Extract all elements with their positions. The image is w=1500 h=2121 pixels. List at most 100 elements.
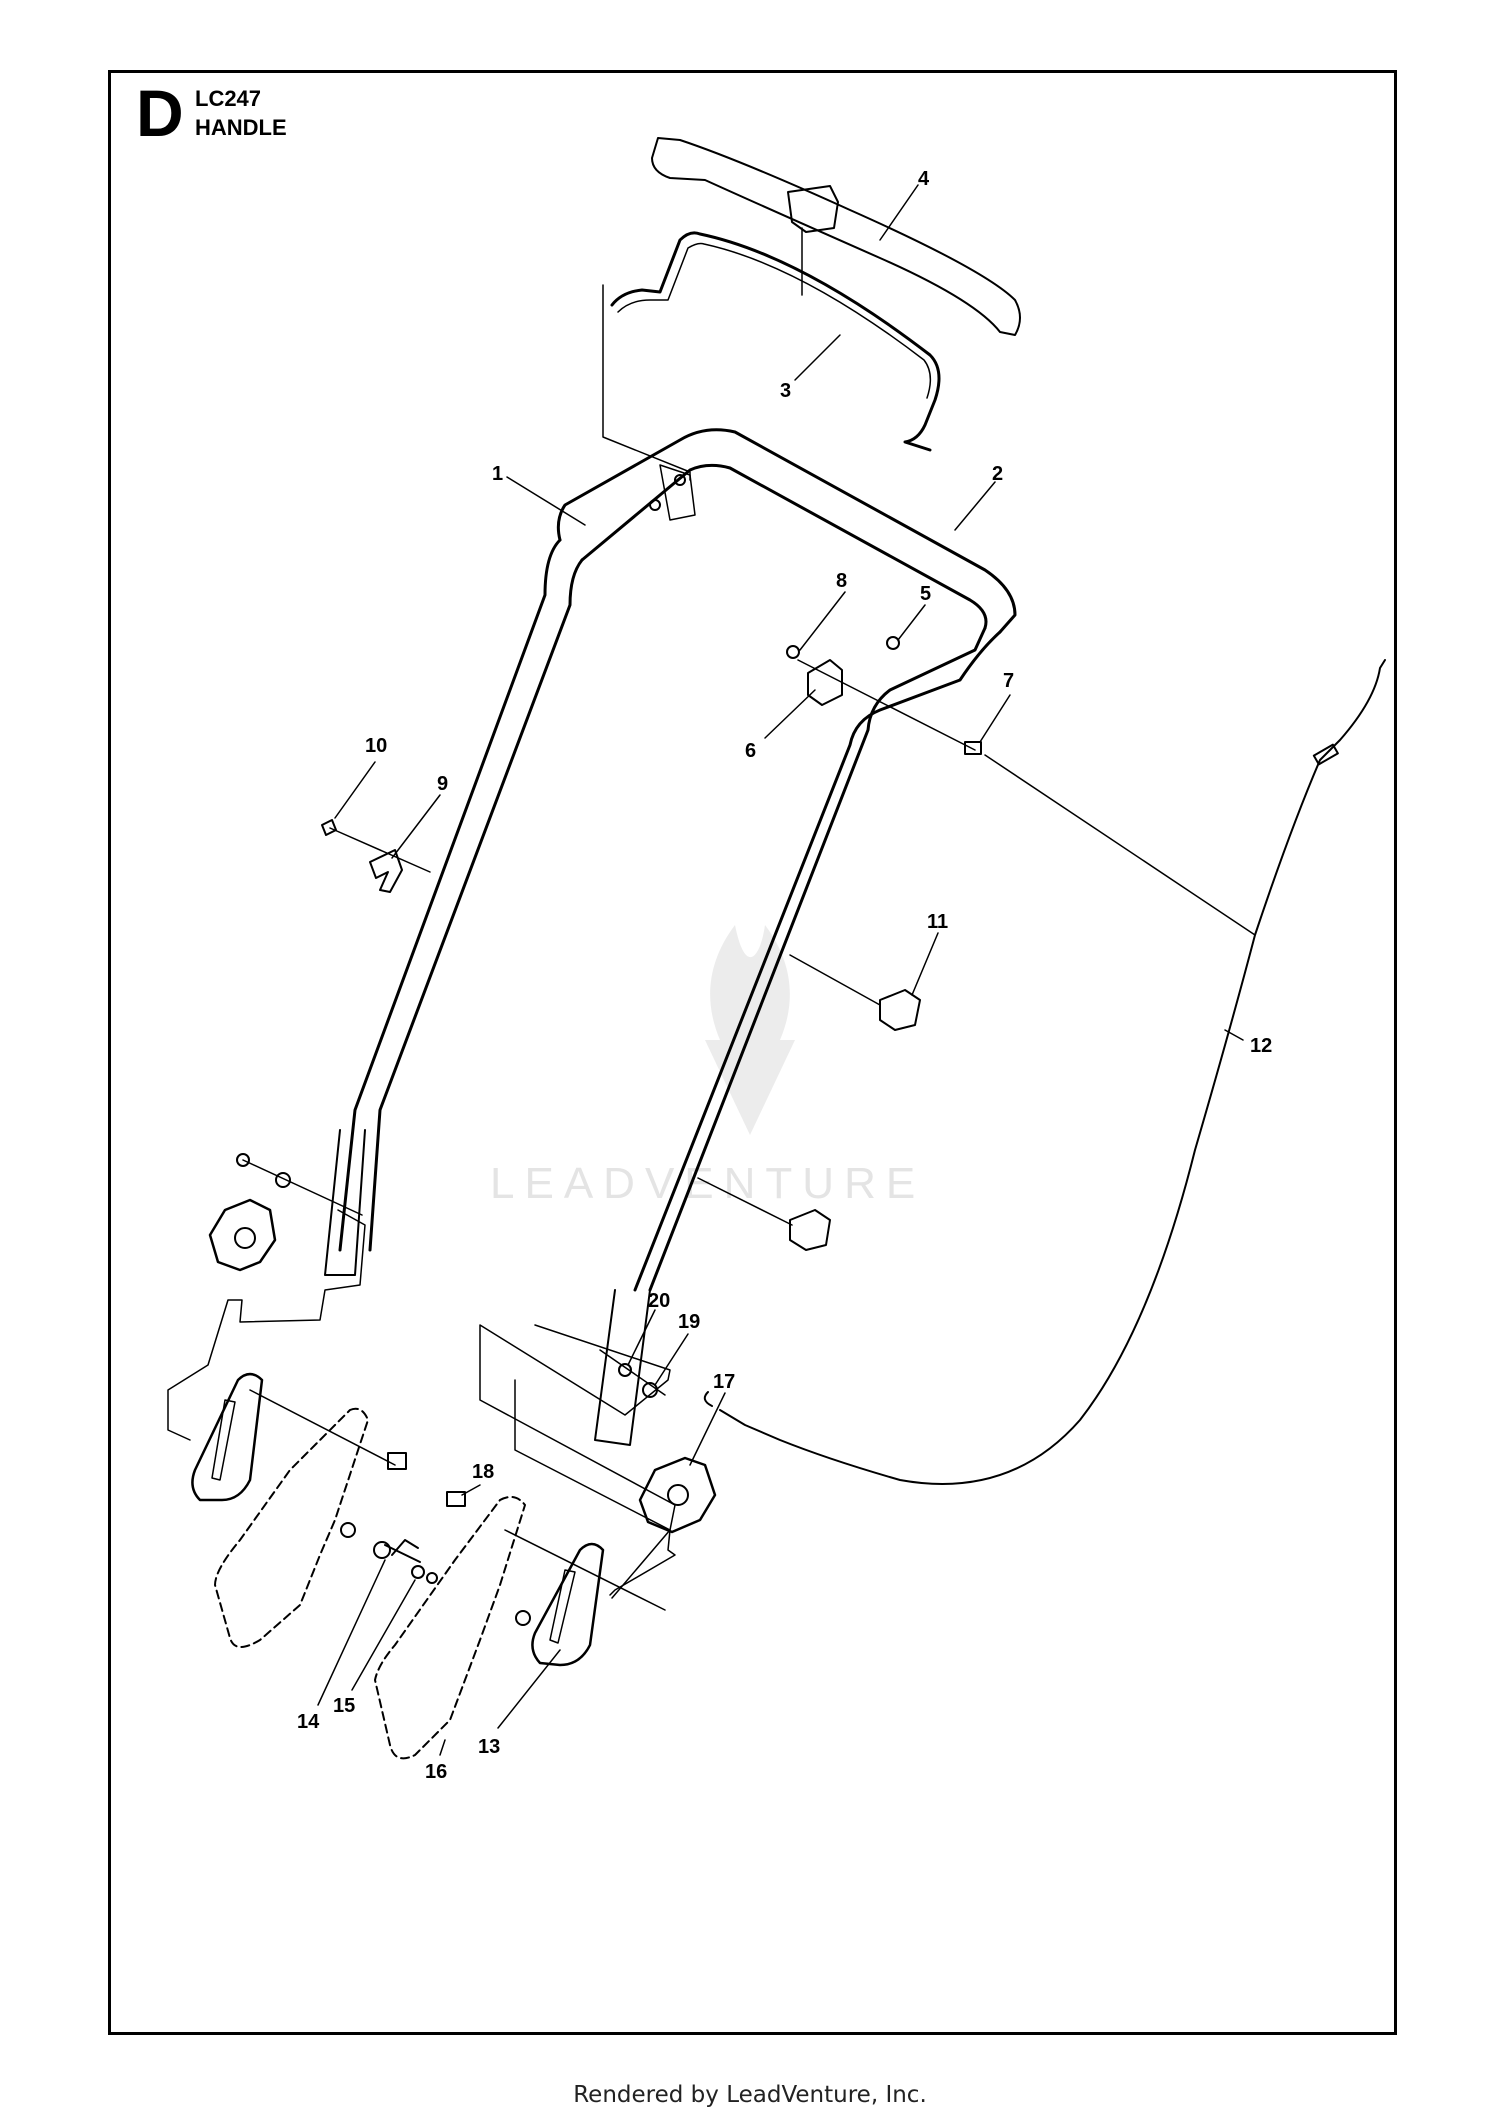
right-plate-axis (504, 1529, 666, 1611)
leader-13 (497, 1649, 561, 1729)
section-title: HANDLE (195, 115, 287, 140)
grip-clip (787, 185, 839, 233)
bolt-14 (384, 1539, 421, 1563)
model-code: LC247 (195, 86, 262, 111)
upper-handle (556, 428, 1017, 634)
left-tube (338, 538, 562, 1252)
part-callouts: 1 2 3 4 5 6 7 8 9 10 11 12 13 14 15 16 1… (297, 168, 1272, 1783)
nut-8 (786, 645, 800, 659)
bolt-left (387, 1452, 407, 1470)
cable-axis (984, 754, 1256, 936)
callout-11: 11 (927, 911, 948, 933)
leader-4 (879, 184, 919, 241)
washer-15 (426, 1572, 438, 1584)
screw-10-axis (329, 827, 431, 873)
callout-4: 4 (918, 168, 930, 190)
leader-10 (334, 761, 376, 819)
clip-lower-axis (697, 1177, 793, 1226)
leader-7 (979, 694, 1011, 743)
callout-8: 8 (836, 570, 847, 592)
left-assembly-plane (167, 1209, 366, 1441)
cable-sleeve (1312, 743, 1339, 766)
washer-mid-2 (373, 1541, 391, 1559)
right-lower-end (594, 1289, 651, 1446)
handle-bracket (659, 464, 696, 521)
guide-axis (797, 659, 976, 751)
leader-8 (799, 591, 846, 651)
washer-20 (618, 1363, 632, 1377)
leader-18 (461, 1484, 481, 1496)
leader-15 (351, 1579, 416, 1691)
callout-14: 14 (297, 1711, 320, 1733)
callout-9: 9 (437, 773, 448, 795)
callout-6: 6 (745, 740, 756, 762)
leader-16 (439, 1739, 446, 1756)
left-dashed-bracket (214, 1407, 369, 1648)
right-stepped-plane (514, 1379, 671, 1599)
leader-9 (391, 794, 441, 859)
bracket-bolt-2 (649, 499, 661, 511)
washer-mid-1 (340, 1522, 356, 1538)
left-height-plate (191, 1372, 264, 1502)
cable (719, 659, 1386, 1485)
cable-guide (807, 659, 843, 706)
leader-14 (317, 1559, 386, 1706)
left-plate-slot (211, 1399, 236, 1481)
callout-3: 3 (780, 380, 791, 402)
bolt-18 (446, 1491, 466, 1507)
clip-11-axis (789, 954, 881, 1006)
right-knob (638, 1456, 717, 1534)
callout-12: 12 (1250, 1035, 1272, 1057)
callout-10: 10 (365, 735, 387, 757)
leader-11 (911, 932, 939, 996)
callout-5: 5 (920, 583, 931, 605)
right-height-plate (531, 1542, 605, 1667)
section-letter: D (136, 76, 184, 150)
leader-5 (897, 604, 926, 641)
bolt-7 (964, 741, 982, 755)
leader-3 (794, 334, 841, 381)
callout-7: 7 (1003, 670, 1014, 692)
leader-2 (954, 481, 996, 531)
callout-1: 1 (492, 463, 503, 485)
left-tube-inner (368, 558, 584, 1252)
left-bolt-axis (242, 1159, 363, 1216)
cable-clip-11 (879, 989, 921, 1031)
leader-6 (764, 689, 816, 739)
top-grip (651, 137, 1021, 336)
callout-2: 2 (992, 463, 1003, 485)
screw-10 (321, 819, 337, 836)
right-dashed-bracket (374, 1495, 526, 1760)
leader-19 (654, 1333, 689, 1386)
right-tube-inner (648, 626, 987, 1292)
footer-credit: Rendered by LeadVenture, Inc. (573, 2082, 927, 2108)
bail-bar-inner (617, 242, 932, 399)
right-plate-slot (549, 1569, 576, 1644)
mounting-plane (602, 284, 691, 481)
callout-17: 17 (713, 1371, 735, 1393)
right-tube (633, 630, 1002, 1292)
watermark-text: LEADVENTURE (490, 1159, 925, 1208)
left-plate-axis (249, 1389, 396, 1466)
bushing-15 (411, 1565, 425, 1579)
watermark: LEADVENTURE (490, 925, 925, 1208)
callout-13: 13 (478, 1736, 500, 1758)
leader-17 (689, 1392, 726, 1466)
leader-12 (1224, 1029, 1244, 1041)
leader-1 (506, 476, 586, 526)
left-knob (208, 1198, 277, 1272)
clip-9 (369, 849, 403, 893)
left-lower-end (324, 1129, 366, 1276)
left-knob-hub (234, 1227, 256, 1249)
upper-handle-inner (580, 463, 988, 630)
callout-20: 20 (648, 1290, 670, 1312)
right-assembly-plane (479, 1324, 676, 1596)
right-bolt-axis (599, 1349, 666, 1396)
right-knob-hub (667, 1484, 689, 1506)
callout-19: 19 (678, 1311, 700, 1333)
washer-left-1 (236, 1153, 250, 1167)
washer-left-2 (275, 1172, 291, 1188)
bracket-bolt (674, 474, 686, 486)
cable-clip-lower (789, 1209, 831, 1251)
